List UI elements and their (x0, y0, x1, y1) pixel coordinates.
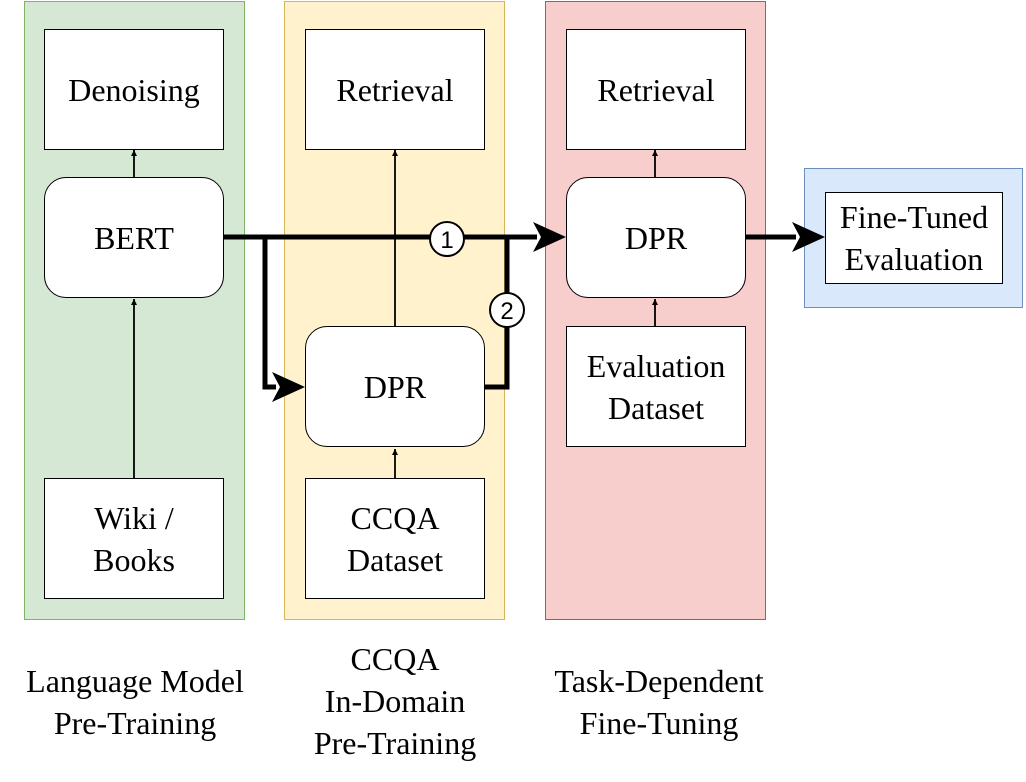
path-1-badge (429, 221, 465, 257)
wiki-books-data-box: Wiki / Books (44, 478, 224, 599)
ccqa-dataset-box: CCQA Dataset (305, 478, 485, 599)
evaluation-dataset-box: Evaluation Dataset (566, 326, 746, 447)
ccqa-dpr-model-box: DPR (305, 326, 485, 447)
ccqa-retrieval-task-box: Retrieval (305, 29, 485, 150)
finetuning-caption: Task-Dependent Fine-Tuning (554, 663, 764, 741)
bert-model-box: BERT (44, 177, 224, 298)
fine-tuned-evaluation-box: Fine-Tuned Evaluation (825, 192, 1003, 284)
path-2-badge-label: 2 (500, 298, 513, 325)
path-2-arrowhead (272, 372, 305, 402)
path-2-line (262, 237, 276, 390)
lm-pretraining-caption: Language Model Pre-Training (26, 663, 244, 741)
eval-arrowhead (792, 222, 825, 252)
path-2-badge (489, 292, 525, 328)
finetune-retrieval-task-box: Retrieval (566, 29, 746, 150)
denoising-task-box: Denoising (44, 29, 224, 150)
finetune-dpr-model-box: DPR (566, 177, 746, 298)
ccqa-pretraining-caption: CCQA In-Domain Pre-Training (313, 641, 477, 761)
path-1-arrowhead (533, 222, 566, 252)
path-2-return-line (485, 237, 510, 390)
path-1-badge-label: 1 (440, 227, 453, 254)
